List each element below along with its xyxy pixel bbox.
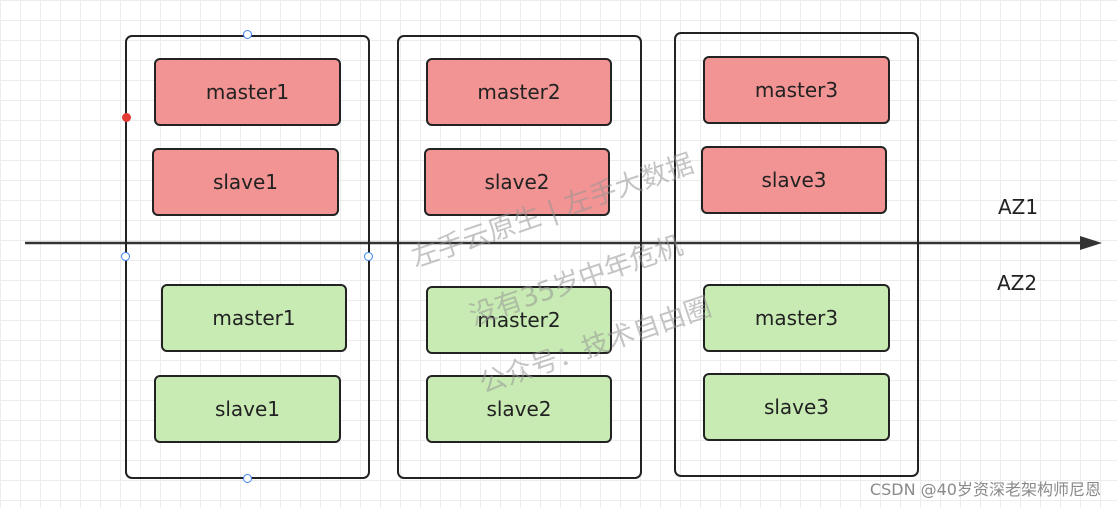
node-label: master3: [754, 78, 839, 102]
node-label: master3: [754, 306, 839, 330]
node-label: master1: [212, 306, 296, 330]
group-3-az1-master[interactable]: master3: [703, 56, 890, 124]
selection-handle-right[interactable]: [364, 252, 373, 261]
node-label: slave3: [761, 168, 827, 192]
group-3-az2-slave[interactable]: slave3: [703, 373, 890, 441]
group-1-az2-slave[interactable]: slave1: [154, 375, 341, 443]
group-3-az2-master[interactable]: master3: [703, 284, 890, 352]
selection-handle-left[interactable]: [121, 252, 130, 261]
group-3-az1-slave[interactable]: slave3: [701, 146, 887, 214]
group-1-az1-master[interactable]: master1: [154, 58, 341, 126]
group-1-az2-master[interactable]: master1: [161, 284, 347, 352]
group-3[interactable]: [674, 32, 919, 477]
node-label: slave1: [214, 397, 281, 421]
node-label: slave2: [486, 397, 552, 421]
node-label: master1: [205, 80, 290, 104]
group-2-az1-master[interactable]: master2: [426, 58, 612, 126]
group-2-az2-master[interactable]: master2: [426, 286, 612, 354]
connection-point[interactable]: [122, 113, 131, 122]
node-label: master2: [477, 308, 561, 332]
zone-label-az2: AZ2: [997, 271, 1038, 295]
group-1-az1-slave[interactable]: slave1: [152, 148, 339, 216]
node-label: slave3: [763, 395, 830, 419]
selection-handle-bottom[interactable]: [243, 474, 252, 483]
zone-label-az1: AZ1: [998, 195, 1039, 219]
group-2-az1-slave[interactable]: slave2: [424, 148, 610, 216]
node-label: slave2: [484, 170, 550, 194]
footer-credit: CSDN @40岁资深老架构师尼恩: [869, 480, 1101, 499]
group-2-az2-slave[interactable]: slave2: [426, 375, 612, 443]
selection-handle-top[interactable]: [243, 30, 252, 39]
node-label: slave1: [212, 170, 279, 194]
node-label: master2: [477, 80, 561, 104]
group-2[interactable]: [397, 35, 642, 479]
